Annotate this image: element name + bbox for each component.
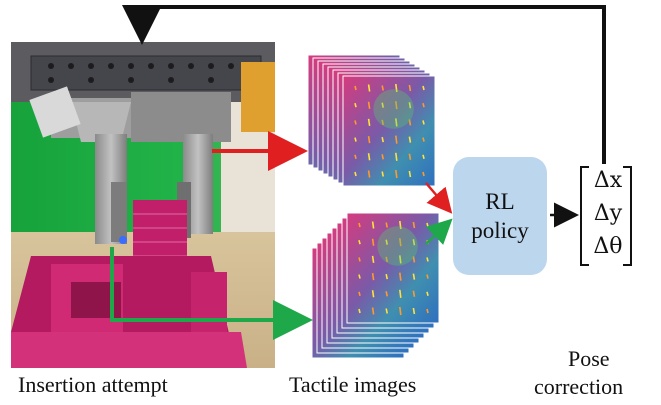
tactile-bottom-marker [399,272,402,281]
tactile-top-marker [395,135,398,144]
tactile-bottom-contact-region [377,226,418,266]
tactile-top-marker [367,101,371,109]
caption-correction: correction [534,374,624,399]
caption-tactile-images: Tactile images [289,372,417,397]
tactile-bottom-marker [385,256,388,263]
tactile-bottom-marker [371,272,375,281]
tactile-top-marker [354,85,357,91]
rl-policy-line2: policy [471,218,529,243]
tactile-top-marker [395,83,398,93]
tactile-top-marker [354,154,357,159]
tactile-top-marker [367,170,371,178]
tactile-bottom-marker [426,291,429,296]
tactile-top-marker [354,171,357,177]
tactile-bottom-marker [371,221,375,229]
tactile-bottom-marker [399,255,402,264]
green-arrow-to-bottom-stack [110,247,313,340]
tactile-top-marker [354,120,357,125]
tactile-bottom-marker [358,274,361,279]
tactile-top-marker [408,170,412,178]
caption-pose: Pose [568,346,610,371]
tactile-top-marker [367,135,371,144]
rl-policy-box: RL policy [453,157,547,275]
tactile-bottom-marker [412,273,416,280]
right-bracket [623,166,632,266]
tactile-top-contact-region [373,89,414,129]
tactile-bottom-marker [358,257,361,262]
tactile-top-marker [408,136,412,143]
tactile-top-marker [395,169,398,179]
tactile-top-marker [381,154,384,160]
tactile-bottom-marker [399,220,402,230]
tactile-top-marker [354,103,357,108]
caption-insertion-attempt: Insertion attempt [18,372,168,397]
tactile-bottom-marker [371,307,375,315]
tactile-top-marker [367,153,371,161]
tactile-top-marker [422,103,425,108]
tactile-top-marker [395,101,398,110]
tactile-top-marker [381,171,384,177]
tactile-bottom-marker [358,308,361,314]
tactile-top-marker [381,119,384,126]
tactile-top-marker [354,137,357,142]
tactile-bottom-marker [412,290,416,297]
tactile-bottom-marker [412,221,416,229]
feedback-arrow [122,5,606,164]
tactile-bottom-marker [371,290,375,298]
tactile-bottom-marker [358,222,361,228]
left-bracket [580,166,589,266]
pose-correction-vector: Δx Δy Δθ [580,166,632,266]
tactile-top-marker [408,153,412,160]
delta-x: Δx [593,168,623,193]
red-arrow-to-policy [425,182,453,214]
delta-theta: Δθ [593,234,623,259]
tactile-bottom-marker [399,289,402,298]
tactile-bottom-marker [399,306,402,316]
rl-policy-line1: RL [485,189,515,214]
tactile-top-marker [367,84,371,92]
tactile-bottom-marker [412,307,416,315]
insertion-photo [11,42,275,368]
tactile-bottom-layer [346,212,440,324]
tactile-bottom-marker [371,238,375,246]
tactile-bottom-marker [426,274,429,279]
tactile-top-marker [395,118,398,127]
tactile-top-marker [422,137,425,142]
tactile-bottom-marker [426,257,429,262]
tactile-bottom-marker [358,240,361,245]
tactile-bottom-marker [412,256,416,263]
tactile-top-marker [395,152,398,161]
tactile-bottom-marker [385,239,388,245]
tactile-bottom-marker [426,308,429,314]
tactile-top-marker [408,84,412,92]
tactile-top-layer [342,75,436,187]
tactile-top-marker [422,120,425,125]
tactile-top-marker [422,171,425,177]
tactile-bottom-marker [399,238,402,247]
tactile-bottom-marker [385,273,388,280]
tactile-top-marker [408,119,412,126]
tactile-bottom-marker [385,222,388,228]
tactile-bottom-marker [412,239,416,246]
tactile-top-marker [381,136,384,143]
tactile-top-marker [408,102,412,109]
tactile-top-marker [381,85,384,91]
tactile-top-marker [381,102,384,108]
green-arrow-to-policy [425,218,453,245]
tactile-bottom-marker [371,255,375,264]
tactile-bottom-marker [358,291,361,296]
tactile-bottom-marker [385,291,388,297]
delta-y: Δy [593,201,623,226]
tactile-top-marker [367,118,371,127]
tactile-bottom-marker [385,308,388,314]
tactile-top-marker [422,85,425,91]
tactile-top-marker [422,154,425,159]
